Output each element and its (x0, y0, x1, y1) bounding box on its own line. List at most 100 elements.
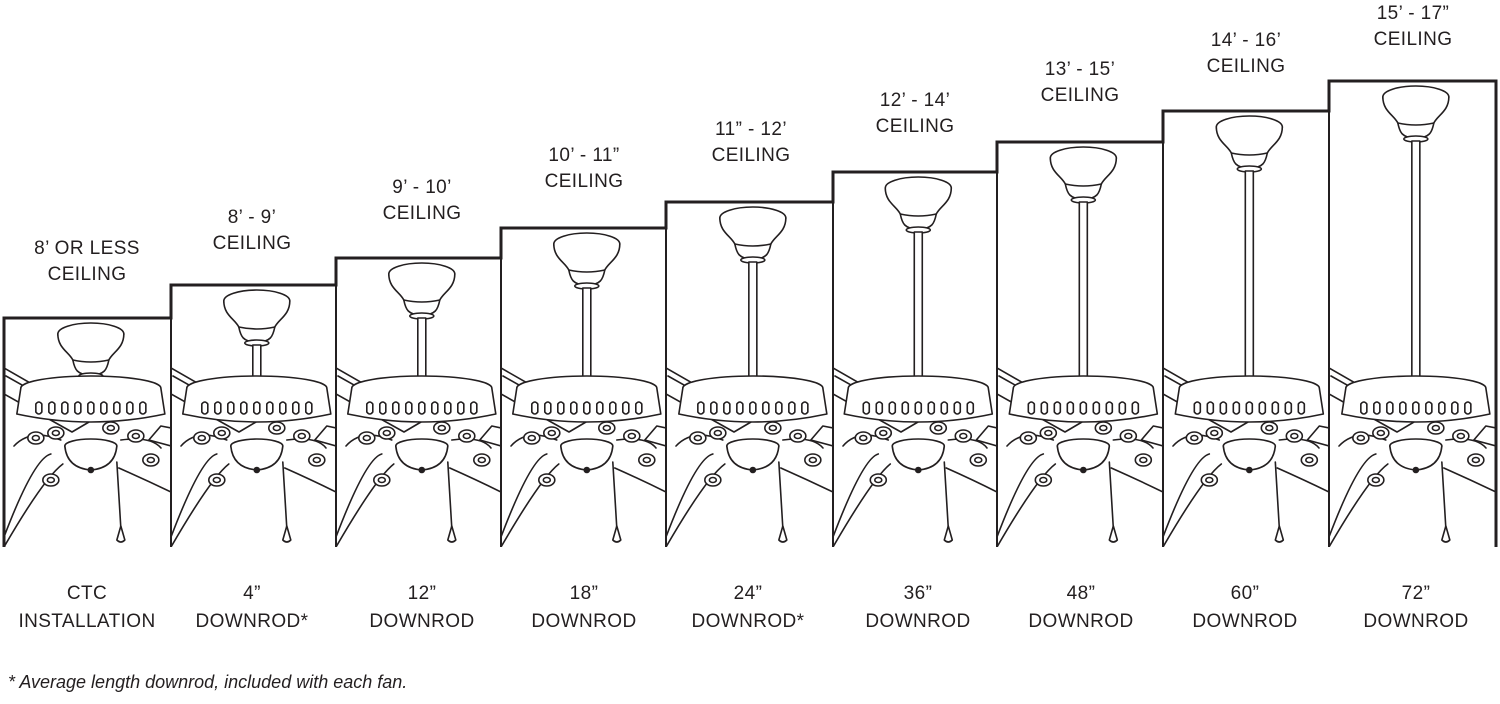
canopy-ring (238, 326, 276, 330)
blade-iron-knob (1205, 426, 1224, 440)
blade-iron-hole (547, 429, 557, 437)
switch-cup (1056, 445, 1111, 471)
pull-chain (446, 461, 453, 529)
blade-iron-knob (432, 421, 451, 435)
vent-slot (279, 401, 287, 415)
downrod-type-text: DOWNROD* (195, 611, 309, 632)
ceiling-word-text: CEILING (382, 203, 462, 224)
motor-housing (1341, 387, 1491, 423)
fan-blade-front (501, 463, 560, 547)
vent-slot (635, 401, 643, 415)
ceiling-range-text: 8’ - 9’ (227, 207, 277, 228)
blade-iron-hole (933, 424, 943, 432)
blade-iron (1112, 438, 1154, 449)
vent-slot (788, 401, 796, 415)
ceiling-word-text: CEILING (212, 233, 292, 254)
downrod (1078, 201, 1089, 381)
downrod-length-text: 24” (733, 583, 763, 604)
switch-cup-finial (1080, 466, 1087, 474)
fan-blade-front (1276, 467, 1329, 493)
blade-iron-hole (212, 476, 222, 484)
fan-blade (479, 425, 501, 447)
ceiling-word-text: CEILING (1206, 56, 1286, 77)
fan-blade-front (945, 467, 997, 493)
vent-slot (139, 401, 147, 415)
fan-illustration-24 (666, 206, 833, 547)
blade-iron-hole (272, 424, 282, 432)
fan-blade-front (666, 463, 726, 547)
blade-iron (947, 438, 988, 449)
downrod-length-text: 18” (569, 583, 599, 604)
fan-blade-front (4, 463, 64, 547)
canopy-ring (72, 359, 110, 363)
fan-blade-front (4, 453, 52, 538)
blade-iron-knob (1367, 473, 1385, 487)
switch-cup-finial (1246, 466, 1253, 474)
blade-iron-knob (1300, 453, 1319, 467)
fan-illustration-36 (833, 176, 997, 547)
pull-chain-fob (612, 525, 622, 543)
downrod-type-text: DOWNROD (369, 611, 475, 632)
blade-iron-knob (1452, 429, 1470, 443)
blade-iron-hole (312, 456, 322, 464)
fan-blade-front (1329, 453, 1377, 538)
ceiling-range-text: 12’ - 14’ (879, 90, 951, 111)
blade-iron-knob (357, 431, 376, 445)
blade-iron-hole (1290, 432, 1299, 440)
blade-iron-hole (808, 456, 818, 464)
blade-iron-hole (31, 434, 41, 442)
blade-iron-knob (709, 426, 727, 440)
vent-slot (775, 401, 783, 415)
blade-iron-knob (1039, 426, 1058, 440)
motor-housing (182, 387, 332, 423)
fan-blade-front (614, 467, 666, 493)
fan-blade (314, 425, 336, 447)
downrod-label-4: 4” DOWNROD* (169, 580, 335, 636)
fan-illustration-ctc (4, 322, 171, 547)
vent-slot (1360, 401, 1368, 415)
vent-slot (888, 401, 897, 415)
blade-iron-hole (146, 456, 156, 464)
fan-blade (644, 425, 666, 447)
vent-slot (1412, 401, 1420, 415)
blade-iron-knob (372, 473, 391, 487)
blade-iron-knob (1467, 453, 1485, 467)
switch-cup-finial (583, 466, 591, 474)
canopy-ring (1064, 183, 1103, 187)
blade-iron (451, 438, 492, 449)
downrod (748, 261, 758, 381)
blade-iron-knob (689, 431, 707, 445)
vent-slot (749, 401, 757, 415)
motor-housing (678, 387, 828, 423)
switch-cup-finial (749, 466, 757, 474)
fan-blade-front (336, 463, 395, 547)
blade-iron-knob (42, 473, 60, 487)
fan-blade (148, 425, 171, 447)
vent-slot (1297, 401, 1306, 415)
vent-slot (379, 401, 387, 415)
canopy-body (223, 300, 291, 344)
blade-iron-hole (542, 476, 552, 484)
vent-slot (214, 401, 222, 415)
pull-chain (1441, 461, 1447, 529)
canopy-body (1215, 126, 1284, 170)
vent-slot (470, 401, 478, 415)
vent-slot (1118, 401, 1127, 415)
vent-slot (457, 401, 465, 415)
switch-cup-finial (418, 466, 426, 474)
blade-iron-knob (542, 426, 561, 440)
blade-iron-hole (1376, 429, 1386, 437)
vent-slot (126, 401, 134, 415)
downrod-label-60: 60” DOWNROD (1162, 580, 1328, 636)
ceiling-word-text: CEILING (711, 145, 791, 166)
vent-slot (1232, 401, 1241, 415)
blade-iron-hole (1356, 434, 1366, 442)
blade-iron-knob (1094, 421, 1113, 435)
downrod-label-12: 12” DOWNROD (339, 580, 505, 636)
blade-iron-hole (217, 429, 227, 437)
blade-iron-hole (131, 432, 141, 440)
switch-cup (726, 445, 780, 471)
switch-cup (64, 445, 118, 471)
fan-blade-front (449, 467, 501, 493)
